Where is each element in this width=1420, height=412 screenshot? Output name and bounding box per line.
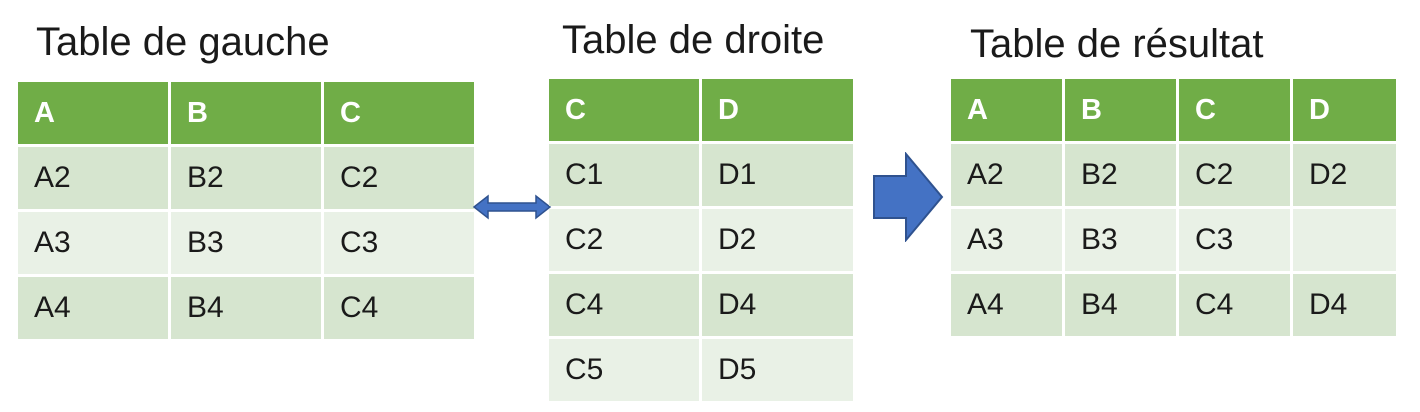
right-table-row: C4 D4 — [549, 274, 853, 336]
result-cell: D2 — [1293, 144, 1396, 206]
left-header-cell: A — [18, 82, 168, 144]
result-header-cell: C — [1179, 79, 1290, 141]
right-table-title: Table de droite — [562, 18, 825, 62]
right-cell: C4 — [549, 274, 699, 336]
result-table-title: Table de résultat — [970, 22, 1264, 66]
result-table-row: A2 B2 C2 D2 — [951, 144, 1396, 206]
result-cell: A4 — [951, 274, 1062, 336]
left-table-row: A2 B2 C2 — [18, 147, 474, 209]
left-cell: C3 — [324, 212, 474, 274]
left-table-header-row: A B C — [18, 82, 474, 144]
double-arrow-icon — [472, 194, 552, 220]
right-table: C D C1 D1 C2 D2 C4 D4 C5 D5 — [546, 76, 856, 404]
result-cell: B4 — [1065, 274, 1176, 336]
right-table-row: C2 D2 — [549, 209, 853, 271]
right-table-row: C5 D5 — [549, 339, 853, 401]
right-cell: C5 — [549, 339, 699, 401]
left-cell: B2 — [171, 147, 321, 209]
left-cell: A4 — [18, 277, 168, 339]
result-cell: B3 — [1065, 209, 1176, 271]
result-cell-empty — [1293, 209, 1396, 271]
left-table-row: A4 B4 C4 — [18, 277, 474, 339]
result-table-row: A3 B3 C3 — [951, 209, 1396, 271]
right-table-row: C1 D1 — [549, 144, 853, 206]
result-cell: B2 — [1065, 144, 1176, 206]
left-cell: A3 — [18, 212, 168, 274]
result-table-header-row: A B C D — [951, 79, 1396, 141]
left-cell: B4 — [171, 277, 321, 339]
left-header-cell: C — [324, 82, 474, 144]
left-cell: A2 — [18, 147, 168, 209]
result-cell: C2 — [1179, 144, 1290, 206]
result-table-row: A4 B4 C4 D4 — [951, 274, 1396, 336]
result-cell: A2 — [951, 144, 1062, 206]
result-cell: D4 — [1293, 274, 1396, 336]
result-header-cell: D — [1293, 79, 1396, 141]
result-cell: C4 — [1179, 274, 1290, 336]
right-cell: D4 — [702, 274, 853, 336]
right-cell: D1 — [702, 144, 853, 206]
right-arrow-icon — [873, 152, 944, 242]
left-table-title: Table de gauche — [36, 20, 330, 64]
result-table: A B C D A2 B2 C2 D2 A3 B3 C3 A4 B4 C4 D4 — [948, 76, 1399, 339]
right-cell: D5 — [702, 339, 853, 401]
right-header-cell: D — [702, 79, 853, 141]
left-cell: C4 — [324, 277, 474, 339]
left-header-cell: B — [171, 82, 321, 144]
left-cell: C2 — [324, 147, 474, 209]
left-table: A B C A2 B2 C2 A3 B3 C3 A4 B4 C4 — [15, 79, 477, 342]
right-cell: D2 — [702, 209, 853, 271]
left-cell: B3 — [171, 212, 321, 274]
result-header-cell: B — [1065, 79, 1176, 141]
right-cell: C1 — [549, 144, 699, 206]
result-cell: C3 — [1179, 209, 1290, 271]
right-table-header-row: C D — [549, 79, 853, 141]
result-header-cell: A — [951, 79, 1062, 141]
left-table-row: A3 B3 C3 — [18, 212, 474, 274]
result-cell: A3 — [951, 209, 1062, 271]
right-cell: C2 — [549, 209, 699, 271]
right-header-cell: C — [549, 79, 699, 141]
